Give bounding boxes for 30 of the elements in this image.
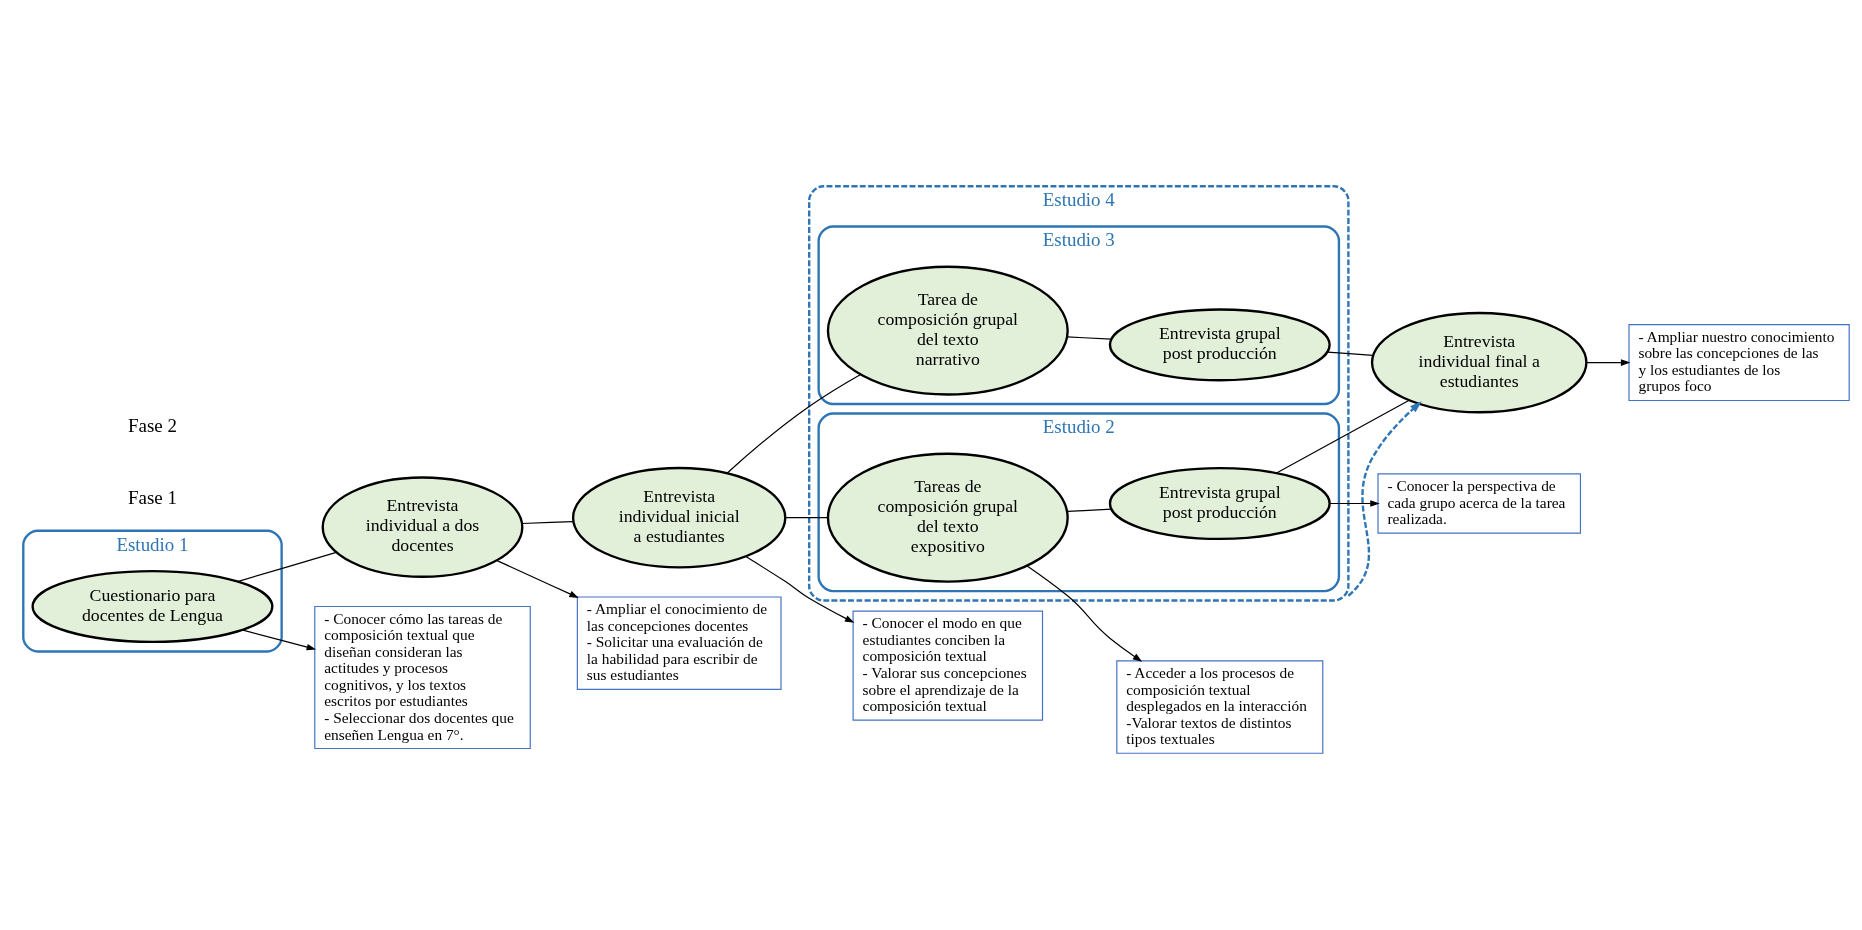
connector	[784, 517, 829, 519]
node-ellipse: Entrevista individual a dos docentes	[321, 476, 523, 578]
arrow	[495, 559, 579, 598]
connector	[236, 551, 337, 583]
node-box: - Conocer la perspectiva de cada grupo acerca de la tarea realizada.	[1376, 473, 1581, 534]
node-box: - Ampliar nuestro conocimiento sobre las concepciones de las y los estudiantes de los grupos foco	[1627, 324, 1850, 402]
arrow	[1328, 500, 1380, 507]
node-box: - Acceder a los procesos de composición textual desplegados en la interacción -Valorar textos de distintos tipos textuales	[1115, 660, 1323, 754]
connector	[520, 521, 573, 525]
label: Fase 2	[127, 415, 177, 437]
node-ellipse: Tarea de composición grupal del texto narrativo	[826, 265, 1069, 396]
node-box: - Ampliar el conocimiento de las concepciones docentes - Solicitar una evaluación de la habilidad para escribir de sus estudiantes	[576, 596, 782, 690]
node-ellipse: Cuestionario para docentes de Lengua	[30, 569, 273, 644]
arrow	[1347, 401, 1422, 597]
label: Fase 1	[127, 487, 177, 509]
connector	[1066, 336, 1112, 340]
node-box: - Conocer cómo las tareas de composición textual que diseñan consideran las actitudes y procesos cognitivos, y los textos escritos por estudiantes - Seleccionar dos docentes que enseñen Lengua en 7°.	[313, 605, 531, 750]
node-ellipse: Entrevista individual inicial a estudiantes	[571, 466, 786, 569]
node-box: - Conocer el modo en que estudiantes conciben la composición textual - Valorar sus concepciones sobre el aprendizaje de la composición textual	[852, 610, 1043, 721]
node-ellipse: Tareas de composición grupal del texto expositivo	[826, 452, 1069, 583]
node-ellipse: Entrevista grupal post producción	[1108, 308, 1331, 382]
connector	[1066, 508, 1112, 513]
arrow	[1585, 359, 1630, 366]
arrow	[240, 629, 316, 651]
connector	[1275, 399, 1410, 474]
connector	[725, 373, 861, 475]
connector	[1326, 351, 1374, 356]
node-ellipse: Entrevista grupal post producción	[1108, 466, 1331, 541]
arrow	[1025, 565, 1142, 662]
arrow	[744, 556, 854, 623]
